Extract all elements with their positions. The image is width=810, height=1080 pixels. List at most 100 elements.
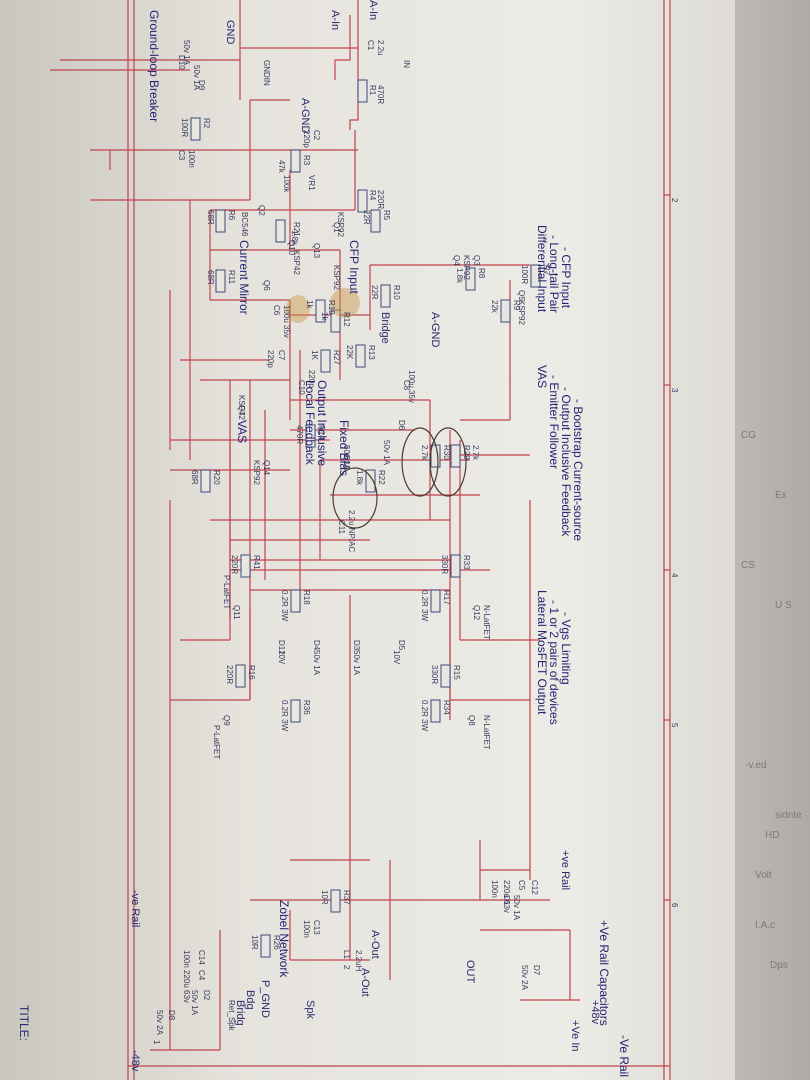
part-value: 100k bbox=[282, 175, 291, 193]
part-value: 2.7k bbox=[420, 445, 429, 461]
resistor-r36 bbox=[290, 699, 301, 723]
part-value: 100n bbox=[490, 880, 499, 898]
part-ref: R29 bbox=[462, 445, 471, 460]
frame-number: 6 bbox=[670, 903, 679, 908]
resistor-r2 bbox=[190, 117, 201, 141]
part-value: 0.2R 3W bbox=[420, 700, 429, 732]
neg-rail-heading: -Ve Rail bbox=[617, 1035, 631, 1078]
resistor-r3 bbox=[290, 149, 301, 173]
part-value: 68R bbox=[206, 270, 215, 285]
resistor-r1 bbox=[357, 79, 368, 103]
net-label: Ret_Spk bbox=[227, 1000, 236, 1031]
resistor-r29 bbox=[450, 444, 461, 468]
part-value: 50v 1A bbox=[190, 990, 199, 1015]
part-value: 50v 1A bbox=[342, 445, 351, 470]
resistor-r27 bbox=[320, 349, 331, 373]
resistor-r15 bbox=[440, 664, 451, 688]
edge-text: sidnte bbox=[775, 810, 802, 821]
part-value: 100u 35v bbox=[282, 305, 291, 338]
net-label: A-In bbox=[367, 0, 379, 21]
part-value: 220R bbox=[376, 190, 385, 210]
part-ref: R13 bbox=[367, 345, 376, 360]
net-label: GND bbox=[224, 20, 236, 45]
part-ref: R15 bbox=[452, 665, 461, 680]
edge-text: CS bbox=[741, 560, 755, 571]
input-wire bbox=[349, 0, 359, 130]
part-ref: C7 bbox=[277, 350, 286, 361]
part-value: 22R bbox=[370, 285, 379, 300]
frame-number: 3 bbox=[670, 388, 679, 393]
part-value: 470R bbox=[376, 85, 385, 105]
part-ref: R26 bbox=[272, 935, 281, 950]
part-ref: R14 bbox=[317, 425, 326, 440]
vas-label: VAS bbox=[235, 420, 249, 444]
part-value: BC546 bbox=[240, 212, 249, 237]
part-ref: R1 bbox=[368, 85, 377, 96]
part-ref: Q6 bbox=[262, 280, 271, 291]
part-value: 1k bbox=[320, 312, 329, 321]
part-ref: R30 bbox=[442, 445, 451, 460]
part-ref: C14 bbox=[197, 950, 206, 965]
part-ref: R37 bbox=[342, 890, 351, 905]
part-ref: VR1 bbox=[307, 175, 316, 191]
resistor-r17 bbox=[430, 589, 441, 613]
resistor-r11 bbox=[215, 269, 226, 293]
resistor-r7 bbox=[530, 264, 541, 288]
part-value: 220p bbox=[307, 370, 316, 388]
resistor-r34 bbox=[430, 699, 441, 723]
part-value: 1K bbox=[310, 350, 319, 360]
part-ref: R16 bbox=[247, 665, 256, 680]
part-value: 68R bbox=[190, 470, 199, 485]
part-ref: R27 bbox=[332, 350, 341, 365]
section-bullet: - CFP Input bbox=[559, 247, 573, 309]
section-bullet: - Vgs Limiting bbox=[559, 612, 573, 685]
part-ref: Q9 bbox=[222, 715, 231, 726]
part-value: 100u 35v bbox=[407, 370, 416, 403]
resistor-r14 bbox=[305, 424, 316, 448]
section-bullet: - Bootstrap Current-source bbox=[571, 399, 585, 542]
part-value: 50v 2A bbox=[520, 965, 529, 990]
part-value: 1k bbox=[305, 300, 314, 309]
part-ref: D1 bbox=[502, 895, 511, 906]
part-ref: R36 bbox=[302, 700, 311, 715]
part-value: 0.2R 3W bbox=[280, 700, 289, 732]
pen-circle bbox=[401, 427, 439, 497]
edge-text: I.A.c bbox=[755, 920, 776, 931]
part-ref: C2 bbox=[312, 130, 321, 141]
part-value: 50v 1A bbox=[512, 895, 521, 920]
part-value: 330R bbox=[430, 665, 439, 685]
part-value: 2.2u bbox=[376, 40, 385, 56]
part-value: KSP92 bbox=[252, 460, 261, 485]
part-value: KSP42 bbox=[237, 395, 246, 420]
part-value: P-LatFET bbox=[212, 725, 221, 760]
part-value: 100n bbox=[187, 150, 196, 168]
resistor-r19 bbox=[315, 299, 326, 323]
part-value: 220R bbox=[230, 555, 239, 575]
part-value: 22k bbox=[490, 300, 499, 313]
part-value: 68R bbox=[206, 210, 215, 225]
net-label: -ve Rail bbox=[129, 890, 141, 928]
part-ref: D4 bbox=[312, 640, 321, 651]
part-value: 22R bbox=[362, 210, 371, 225]
edge-text: -v.ed bbox=[745, 760, 767, 771]
part-ref: Q3 bbox=[472, 255, 481, 266]
part-ref: Q11 bbox=[232, 605, 241, 620]
edge-text: HD bbox=[765, 830, 780, 841]
part-value: 1.8k bbox=[355, 470, 364, 486]
part-value: N-LatFET bbox=[482, 715, 491, 750]
part-ref: C13 bbox=[312, 920, 321, 935]
part-ref: D8 bbox=[167, 1010, 176, 1021]
part-ref: C3 bbox=[177, 150, 186, 161]
resistor-r5 bbox=[370, 209, 381, 233]
net-label: A-GND bbox=[429, 312, 441, 348]
resistor-r21 bbox=[275, 219, 286, 243]
resistor-r13 bbox=[355, 344, 366, 368]
part-value: P-LatFET bbox=[222, 575, 231, 610]
part-ref: C11 bbox=[337, 520, 346, 535]
net-label: OUT bbox=[464, 960, 476, 984]
part-ref: D3 bbox=[352, 640, 361, 651]
part-value: 50v 1A bbox=[192, 65, 201, 90]
resistor-r10 bbox=[380, 284, 391, 308]
part-ref: Q12 bbox=[472, 605, 481, 621]
